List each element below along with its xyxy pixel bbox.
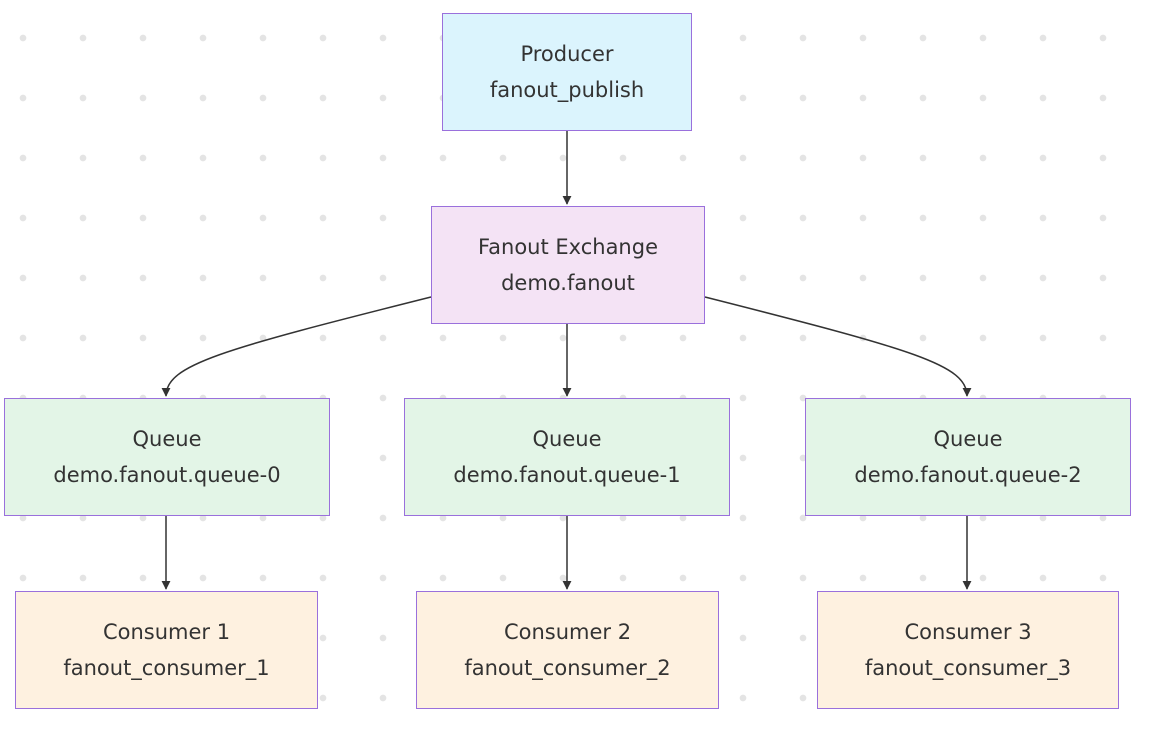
queue-1-title: Queue [532,427,602,451]
exchange-subtitle: demo.fanout [501,271,635,295]
queue-1-node: Queue demo.fanout.queue-1 [404,398,730,516]
edge-exchange-queue2 [704,296,972,397]
exchange-title: Fanout Exchange [477,235,658,259]
exchange-node: Fanout Exchange demo.fanout [431,206,705,324]
queue-0-subtitle: demo.fanout.queue-0 [53,463,281,487]
queue-2-subtitle: demo.fanout.queue-2 [854,463,1082,487]
queue-0-title: Queue [132,427,202,451]
producer-subtitle: fanout_publish [489,78,645,102]
consumer-1-subtitle: fanout_consumer_1 [63,656,270,680]
producer-node: Producer fanout_publish [442,13,692,131]
consumer-3-title: Consumer 3 [904,620,1032,644]
queue-2-title: Queue [933,427,1003,451]
consumer-3-node: Consumer 3 fanout_consumer_3 [817,591,1119,709]
queue-2-node: Queue demo.fanout.queue-2 [805,398,1131,516]
consumer-2-title: Consumer 2 [503,620,632,644]
producer-title: Producer [520,42,614,66]
consumer-1-title: Consumer 1 [102,620,231,644]
consumer-3-subtitle: fanout_consumer_3 [864,656,1072,680]
consumer-2-node: Consumer 2 fanout_consumer_2 [416,591,719,709]
consumer-2-subtitle: fanout_consumer_2 [464,656,671,680]
queue-1-subtitle: demo.fanout.queue-1 [453,463,681,487]
edge-exchange-queue0 [161,296,432,397]
consumer-1-node: Consumer 1 fanout_consumer_1 [15,591,318,709]
queue-0-node: Queue demo.fanout.queue-0 [4,398,330,516]
